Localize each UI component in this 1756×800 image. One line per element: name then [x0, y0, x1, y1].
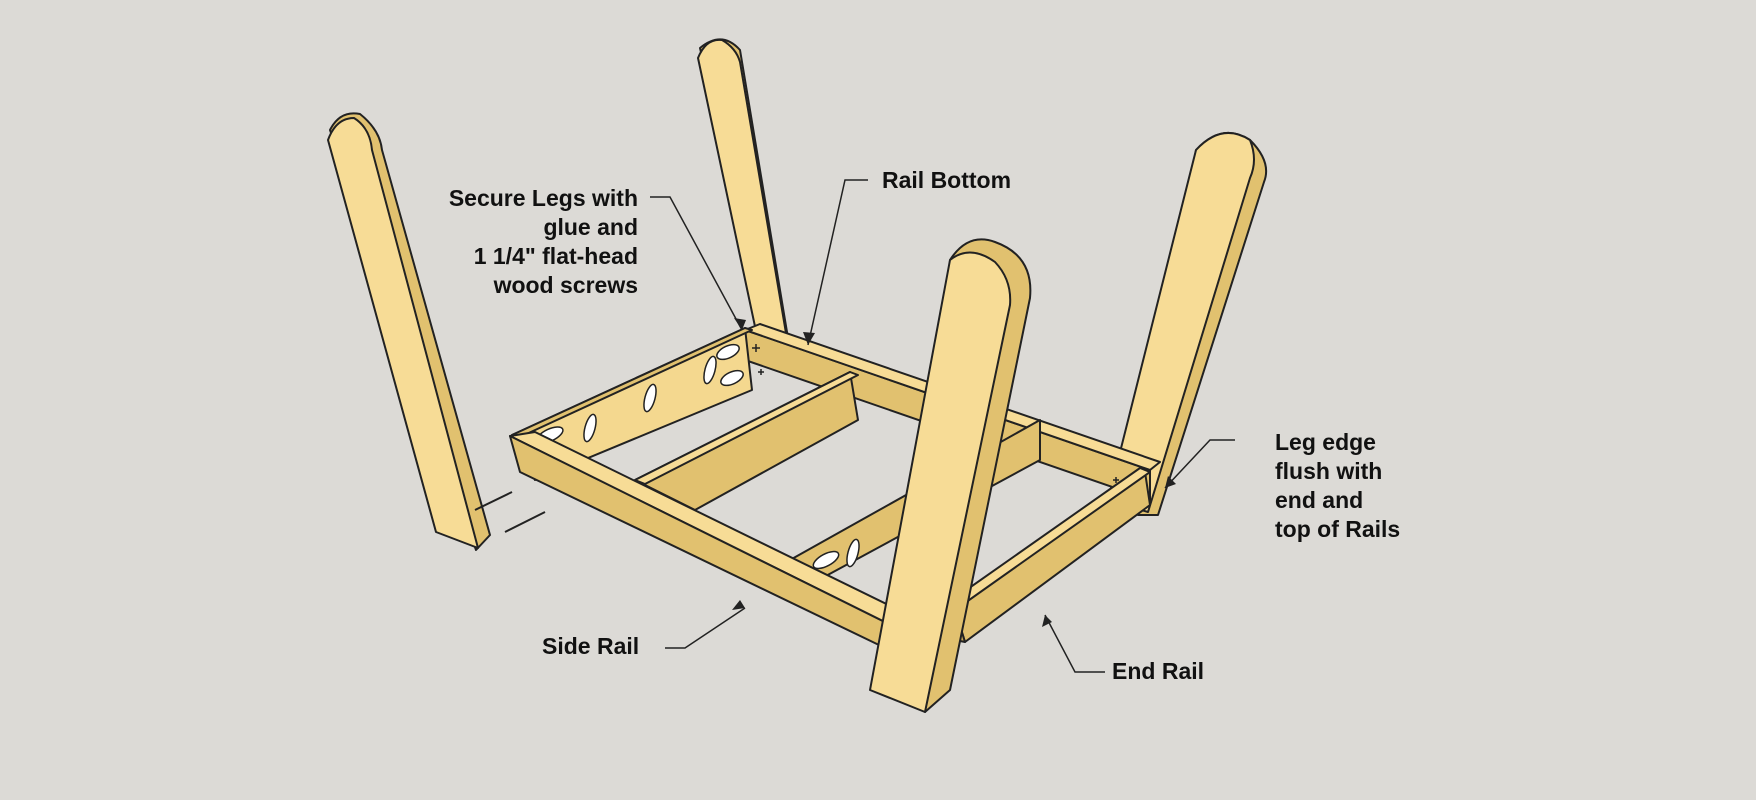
pocket-holes-right [812, 538, 860, 570]
callout-rail-bottom: Rail Bottom [882, 167, 1012, 193]
cross-stretcher [634, 371, 859, 511]
callout-side-rail: Side Rail [542, 633, 640, 659]
callout-leg-edge: Leg edge flush with end and top of Rails [1275, 429, 1401, 542]
screw-marks [752, 344, 1119, 483]
end-rail [944, 467, 1151, 643]
back-right-leg [1107, 132, 1268, 516]
left-leg [327, 112, 491, 551]
leader-lines [650, 179, 1235, 673]
back-middle-leg [697, 38, 791, 353]
callout-secure-legs: Secure Legs with glue and 1 1/4" flat-he… [448, 185, 638, 298]
callout-end-rail: End Rail [1112, 658, 1205, 684]
front-leg [869, 238, 1032, 713]
alignment-lines [474, 491, 546, 533]
arrowheads [732, 318, 1176, 627]
